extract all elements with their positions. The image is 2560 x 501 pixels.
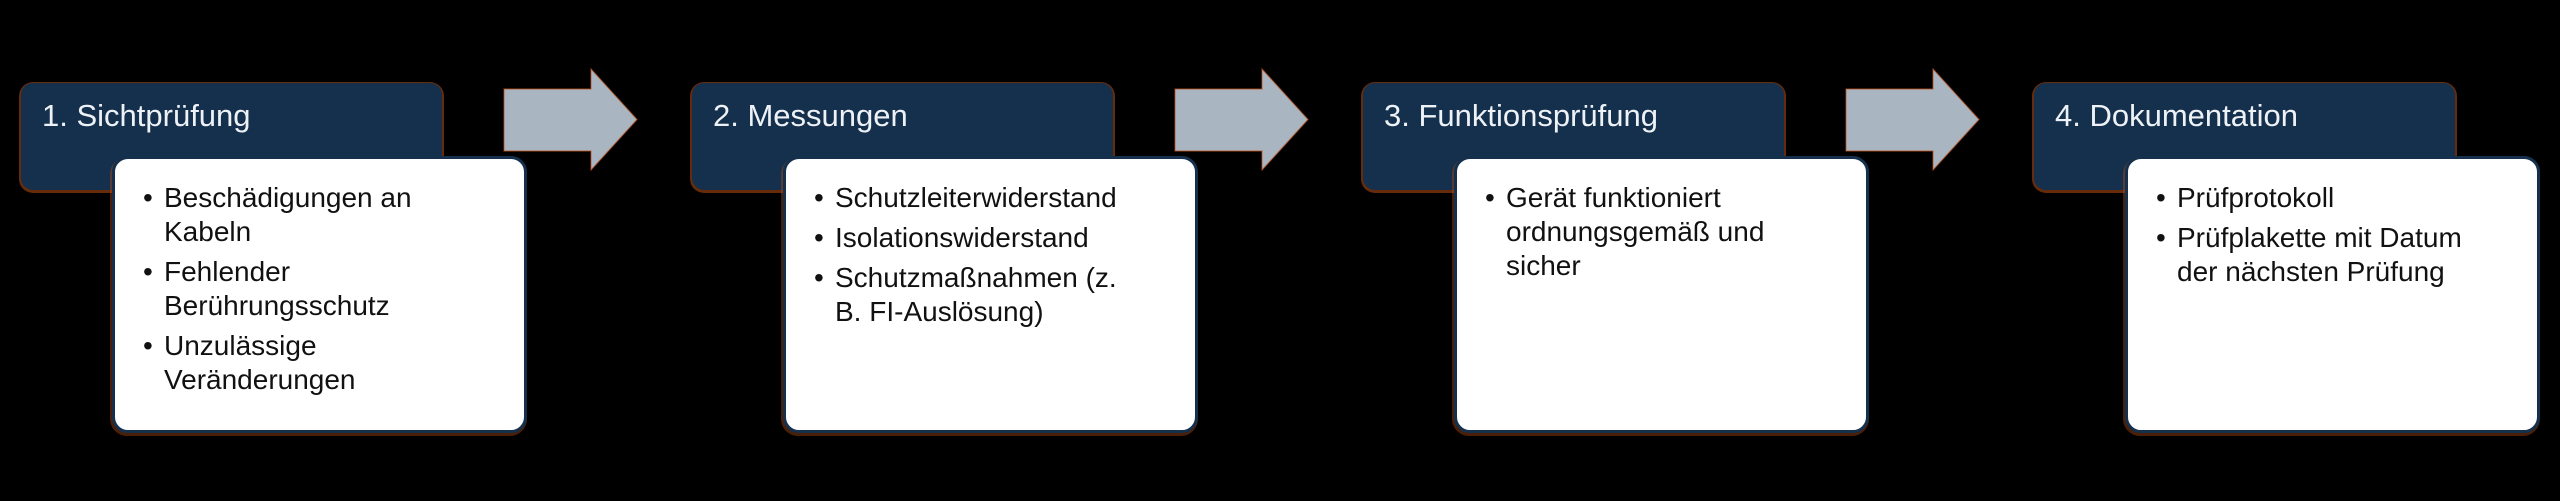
step-dokumentation: 4. Dokumentation Prüfprotokoll Prüfplake…: [2034, 83, 2544, 443]
step-title: 1. Sichtprüfung: [42, 98, 251, 133]
step-title: 4. Dokumentation: [2055, 98, 2298, 133]
bullet-item: Prüfplakette mit Datum der nächsten Prüf…: [2156, 221, 2476, 289]
step-messungen: 2. Messungen Schutzleiterwiderstand Isol…: [692, 83, 1202, 443]
bullet-list: Schutzleiterwiderstand Isolationswiderst…: [786, 159, 1134, 329]
bullet-list: Prüfprotokoll Prüfplakette mit Datum der…: [2128, 159, 2476, 289]
bullet-item: Prüfprotokoll: [2156, 181, 2476, 215]
bullet-list: Gerät funktioniert ordnungsgemäß und sic…: [1457, 159, 1805, 283]
step-title: 3. Funktionsprüfung: [1384, 98, 1659, 133]
right-arrow-icon: [1174, 68, 1309, 171]
step-content: Gerät funktioniert ordnungsgemäß und sic…: [1454, 156, 1869, 433]
bullet-item: Unzulässige Veränderungen: [143, 329, 463, 397]
right-arrow-icon: [1845, 68, 1980, 171]
step-header: 4. Dokumentation: [2034, 83, 2455, 190]
bullet-item: Schutzmaßnahmen (z. B. FI-Auslösung): [814, 261, 1134, 329]
bullet-list: Beschädigungen an Kabeln Fehlender Berüh…: [115, 159, 463, 397]
bullet-item: Gerät funktioniert ordnungsgemäß und sic…: [1485, 181, 1805, 283]
bullet-item: Schutzleiterwiderstand: [814, 181, 1134, 215]
bullet-item: Beschädigungen an Kabeln: [143, 181, 463, 249]
right-arrow-icon: [503, 68, 638, 171]
step-funktionspruefung: 3. Funktionsprüfung Gerät funktioniert o…: [1363, 83, 1873, 443]
step-title: 2. Messungen: [713, 98, 908, 133]
step-content: Prüfprotokoll Prüfplakette mit Datum der…: [2125, 156, 2540, 433]
step-sichtpruefung: 1. Sichtprüfung Beschädigungen an Kabeln…: [21, 83, 531, 443]
bullet-item: Fehlender Berührungsschutz: [143, 255, 463, 323]
bullet-item: Isolationswiderstand: [814, 221, 1134, 255]
step-content: Schutzleiterwiderstand Isolationswiderst…: [783, 156, 1198, 433]
step-content: Beschädigungen an Kabeln Fehlender Berüh…: [112, 156, 527, 433]
